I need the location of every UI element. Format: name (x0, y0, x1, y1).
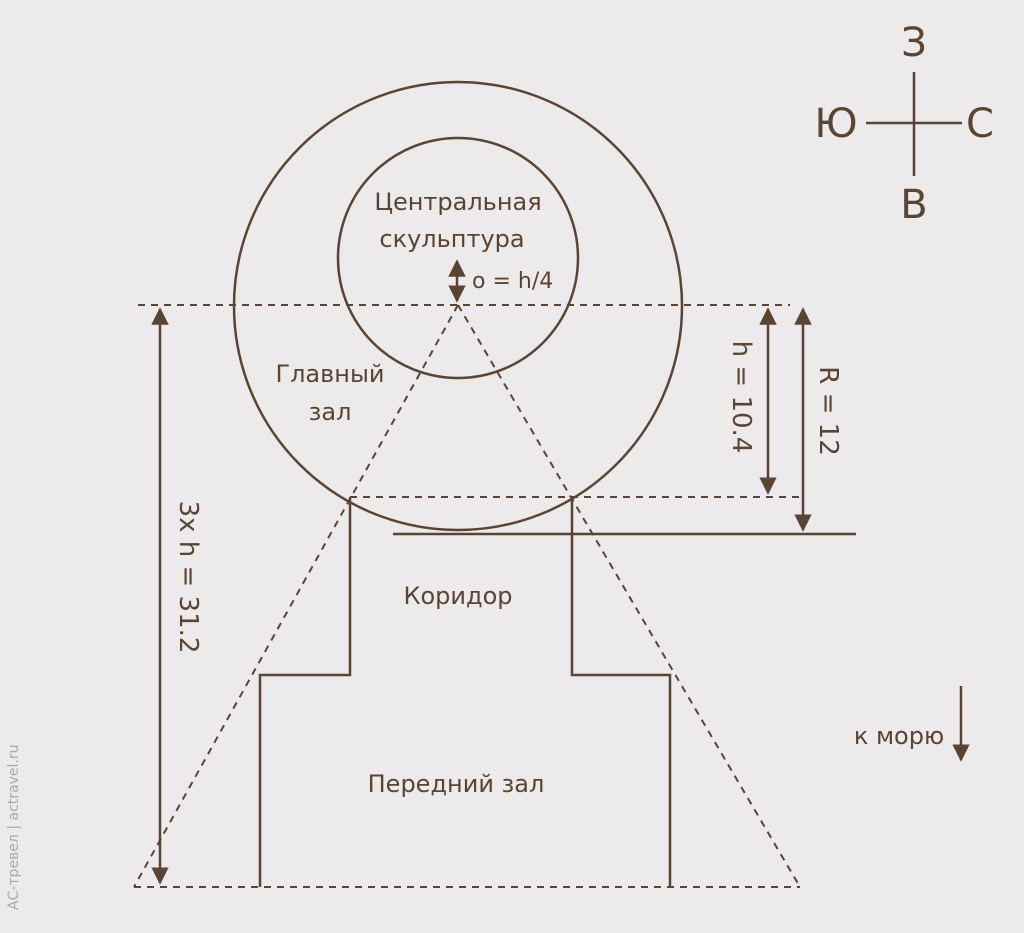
compass-east: С (966, 101, 994, 147)
compass-south: В (900, 182, 927, 228)
central-sculpture-label-1: Центральная (374, 188, 541, 216)
r-dimension-label: R = 12 (813, 366, 843, 455)
view-cone-right (457, 304, 801, 888)
compass-north: З (901, 20, 927, 66)
front-hall-label: Передний зал (368, 770, 545, 798)
h-dimension-label: h = 10.4 (726, 341, 756, 454)
sculpture-circle (336, 136, 580, 380)
central-sculpture-label-2: скульптура (379, 225, 524, 253)
offset-label: o = h/4 (472, 269, 553, 294)
three-h-dimension-label: 3x h = 31.2 (173, 501, 203, 654)
corridor-front-hall-outline (258, 497, 352, 887)
corridor-label: Коридор (403, 582, 512, 610)
main-hall-label-2: зал (309, 398, 352, 426)
main-hall-label-1: Главный (275, 360, 384, 388)
corridor-front-hall-outline-right (570, 497, 672, 887)
compass-west: Ю (814, 101, 857, 147)
to-sea-label: к морю (854, 722, 944, 750)
watermark: АС-тревел | actravel.ru (6, 745, 22, 910)
